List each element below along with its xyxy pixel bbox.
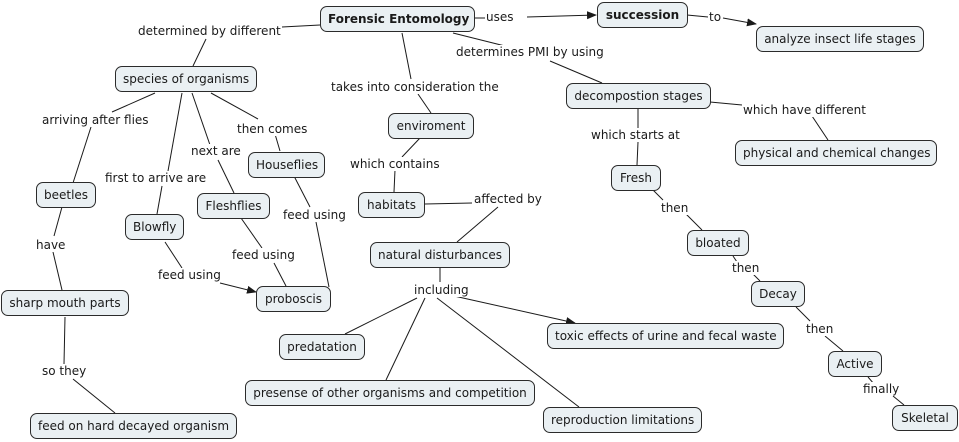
line-beetles-have [53,206,63,237]
line-affected-natural [456,206,499,243]
line-fe-pmi [452,32,506,47]
line-then-bloated [685,213,703,231]
link-label-have: have [35,238,67,252]
line-species-arriving [111,92,156,113]
line-including-reproduction [436,297,580,408]
node-houseflies[interactable]: Houseflies [248,152,325,178]
line-including-predatation [344,297,418,335]
line-fresh-then [652,189,664,201]
link-label-including: including [413,283,470,297]
line-sharp-sothey [63,316,66,365]
line-fleshflies-feed [240,217,263,249]
line-decay-then [795,306,811,322]
link-label-then-3: then [805,322,835,336]
link-label-which-contains: which contains [349,157,441,171]
line-arriving-beetles [72,126,92,184]
line-including-toxic [453,295,576,325]
line-feed-proboscis-3 [315,221,330,288]
line-decomp-have [709,101,743,106]
link-label-first-to-arrive: first to arrive are [104,171,208,185]
line-blowfly-feed [164,241,183,269]
line-then-decay [752,273,761,282]
link-label-next-are: next are [190,144,242,158]
line-species-first [167,92,183,172]
line-finally-skeletal [892,395,905,406]
line-have-sharp [52,251,63,291]
line-species-then [210,92,259,120]
line-sothey-feed [72,378,116,414]
node-beetles[interactable]: beetles [36,182,96,208]
link-label-then-comes: then comes [236,122,309,136]
node-presense-of-other-organisms[interactable]: presense of other organisms and competit… [245,380,535,406]
line-then-active [824,335,844,352]
link-label-takes-into-consideration: takes into consideration the [330,80,500,94]
link-label-to: to [708,10,723,24]
link-label-arriving-after-flies: arriving after flies [41,113,150,127]
line-uses-succession [526,11,597,20]
node-enviroment[interactable]: enviroment [388,113,474,139]
node-succession[interactable]: succession [597,2,688,28]
line-habitats-affected [424,202,473,205]
link-label-feed-using-blowfly: feed using [157,268,222,282]
node-skeletal[interactable]: Skeletal [892,405,958,431]
link-label-determines-pmi: determines PMI by using [455,45,605,59]
link-label-determined-by-different: determined by different [137,24,282,38]
line-feed-proboscis-2 [273,262,287,287]
link-label-then-1: then [660,201,690,215]
node-predatation[interactable]: predatation [279,334,365,360]
node-species-of-organisms[interactable]: species of organisms [115,66,257,92]
line-first-blowfly [156,185,163,215]
node-analyze-insect-life-stages[interactable]: analyze insect life stages [756,26,924,52]
node-fresh[interactable]: Fresh [611,165,661,191]
node-proboscis[interactable]: proboscis [256,286,331,312]
link-label-so-they: so they [41,364,88,378]
line-houseflies-feed [293,175,311,208]
line-succession-to [686,14,709,18]
line-starts-fresh [636,141,639,166]
link-label-uses: uses [485,10,515,24]
line-feed-proboscis-1 [219,282,257,294]
link-label-then-2: then [731,261,761,275]
line-have-physical [811,115,829,141]
node-active[interactable]: Active [828,351,882,377]
line-fe-takes [401,32,412,80]
node-blowfly[interactable]: Blowfly [125,214,184,240]
link-label-finally: finally [862,382,901,396]
node-reproduction-limitations[interactable]: reproduction limitations [543,407,702,433]
node-physical-and-chemical-changes[interactable]: physical and chemical changes [735,140,937,166]
node-decompostion-stages[interactable]: decompostion stages [566,83,711,109]
link-label-which-starts-at: which starts at [590,128,681,142]
node-bloated[interactable]: bloated [687,230,749,256]
node-decay[interactable]: Decay [751,281,805,307]
link-label-feed-using-fleshflies: feed using [231,248,296,262]
node-feed-on-hard-decayed-organism[interactable]: feed on hard decayed organism [30,413,237,439]
line-including-presense [385,297,426,381]
line-determined-species [192,38,207,67]
line-next-fleshflies [217,159,235,194]
link-label-which-have-different: which have different [742,103,867,117]
node-habitats[interactable]: habitats [358,192,425,218]
line-pmi-decomp [549,60,603,84]
node-toxic-effects[interactable]: toxic effects of urine and fecal waste [547,323,784,349]
line-species-next [191,92,211,146]
line-to-analyze [722,17,757,27]
link-label-affected-by: affected by [473,192,543,206]
node-forensic-entomology[interactable]: Forensic Entomology [320,6,475,32]
line-then-houseflies [274,133,281,152]
line-env-contains [401,137,421,158]
line-takes-env [417,93,432,114]
node-natural-disturbances[interactable]: natural disturbances [370,242,510,268]
link-label-feed-using-houseflies: feed using [282,208,347,222]
node-sharp-mouth-parts[interactable]: sharp mouth parts [1,290,129,316]
line-contains-habitats [393,169,396,193]
line-fe-determined [281,24,321,28]
node-fleshflies[interactable]: Fleshflies [197,193,270,219]
